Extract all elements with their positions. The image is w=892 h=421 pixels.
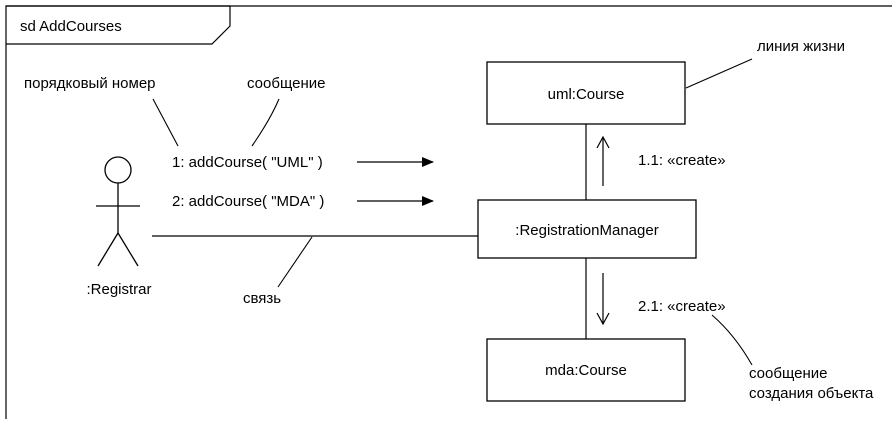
- message-1-1: 1.1: «create»: [638, 152, 726, 169]
- annotation-sequence-number: порядковый номер: [24, 75, 156, 92]
- annotation-link-pointer: [277, 236, 313, 288]
- object-uml-course: uml:Course: [486, 61, 686, 125]
- diagram-frame: sd AddCourses: [5, 5, 892, 419]
- object-mda-course: mda:Course: [486, 338, 686, 402]
- actor-left-leg: [97, 232, 119, 267]
- annotation-lifeline: линия жизни: [757, 38, 845, 55]
- annotation-create-message-line2: создания объекта: [749, 385, 874, 402]
- object-uml-course-label: uml:Course: [548, 86, 625, 103]
- message-2-1-arrow: [596, 273, 610, 326]
- frame-title: sd AddCourses: [20, 18, 122, 35]
- message-2-1: 2.1: «create»: [638, 298, 726, 315]
- actor-head: [104, 156, 132, 184]
- actor-label: :Registrar: [86, 281, 151, 298]
- actor-registrar: :Registrar: [86, 156, 152, 298]
- annotation-lifeline-pointer: [685, 58, 753, 89]
- annotation-message-pointer: [251, 98, 280, 147]
- frame-title-tab: [6, 5, 231, 45]
- object-mda-course-label: mda:Course: [545, 362, 627, 379]
- message-1: 1: addCourse( "UML" ): [172, 154, 323, 171]
- annotation-message: сообщение: [247, 75, 325, 92]
- object-registration-manager: :RegistrationManager: [477, 199, 697, 259]
- actor-right-leg: [117, 232, 139, 267]
- annotation-sequence-number-pointer: [152, 98, 179, 147]
- annotation-create-message-line1: сообщение: [749, 365, 827, 382]
- object-registration-manager-label: :RegistrationManager: [515, 222, 658, 239]
- message-1-1-arrow: [596, 135, 610, 186]
- message-2: 2: addCourse( "MDA" ): [172, 193, 324, 210]
- annotation-create-message-pointer: [711, 314, 753, 366]
- annotation-link: связь: [243, 290, 281, 307]
